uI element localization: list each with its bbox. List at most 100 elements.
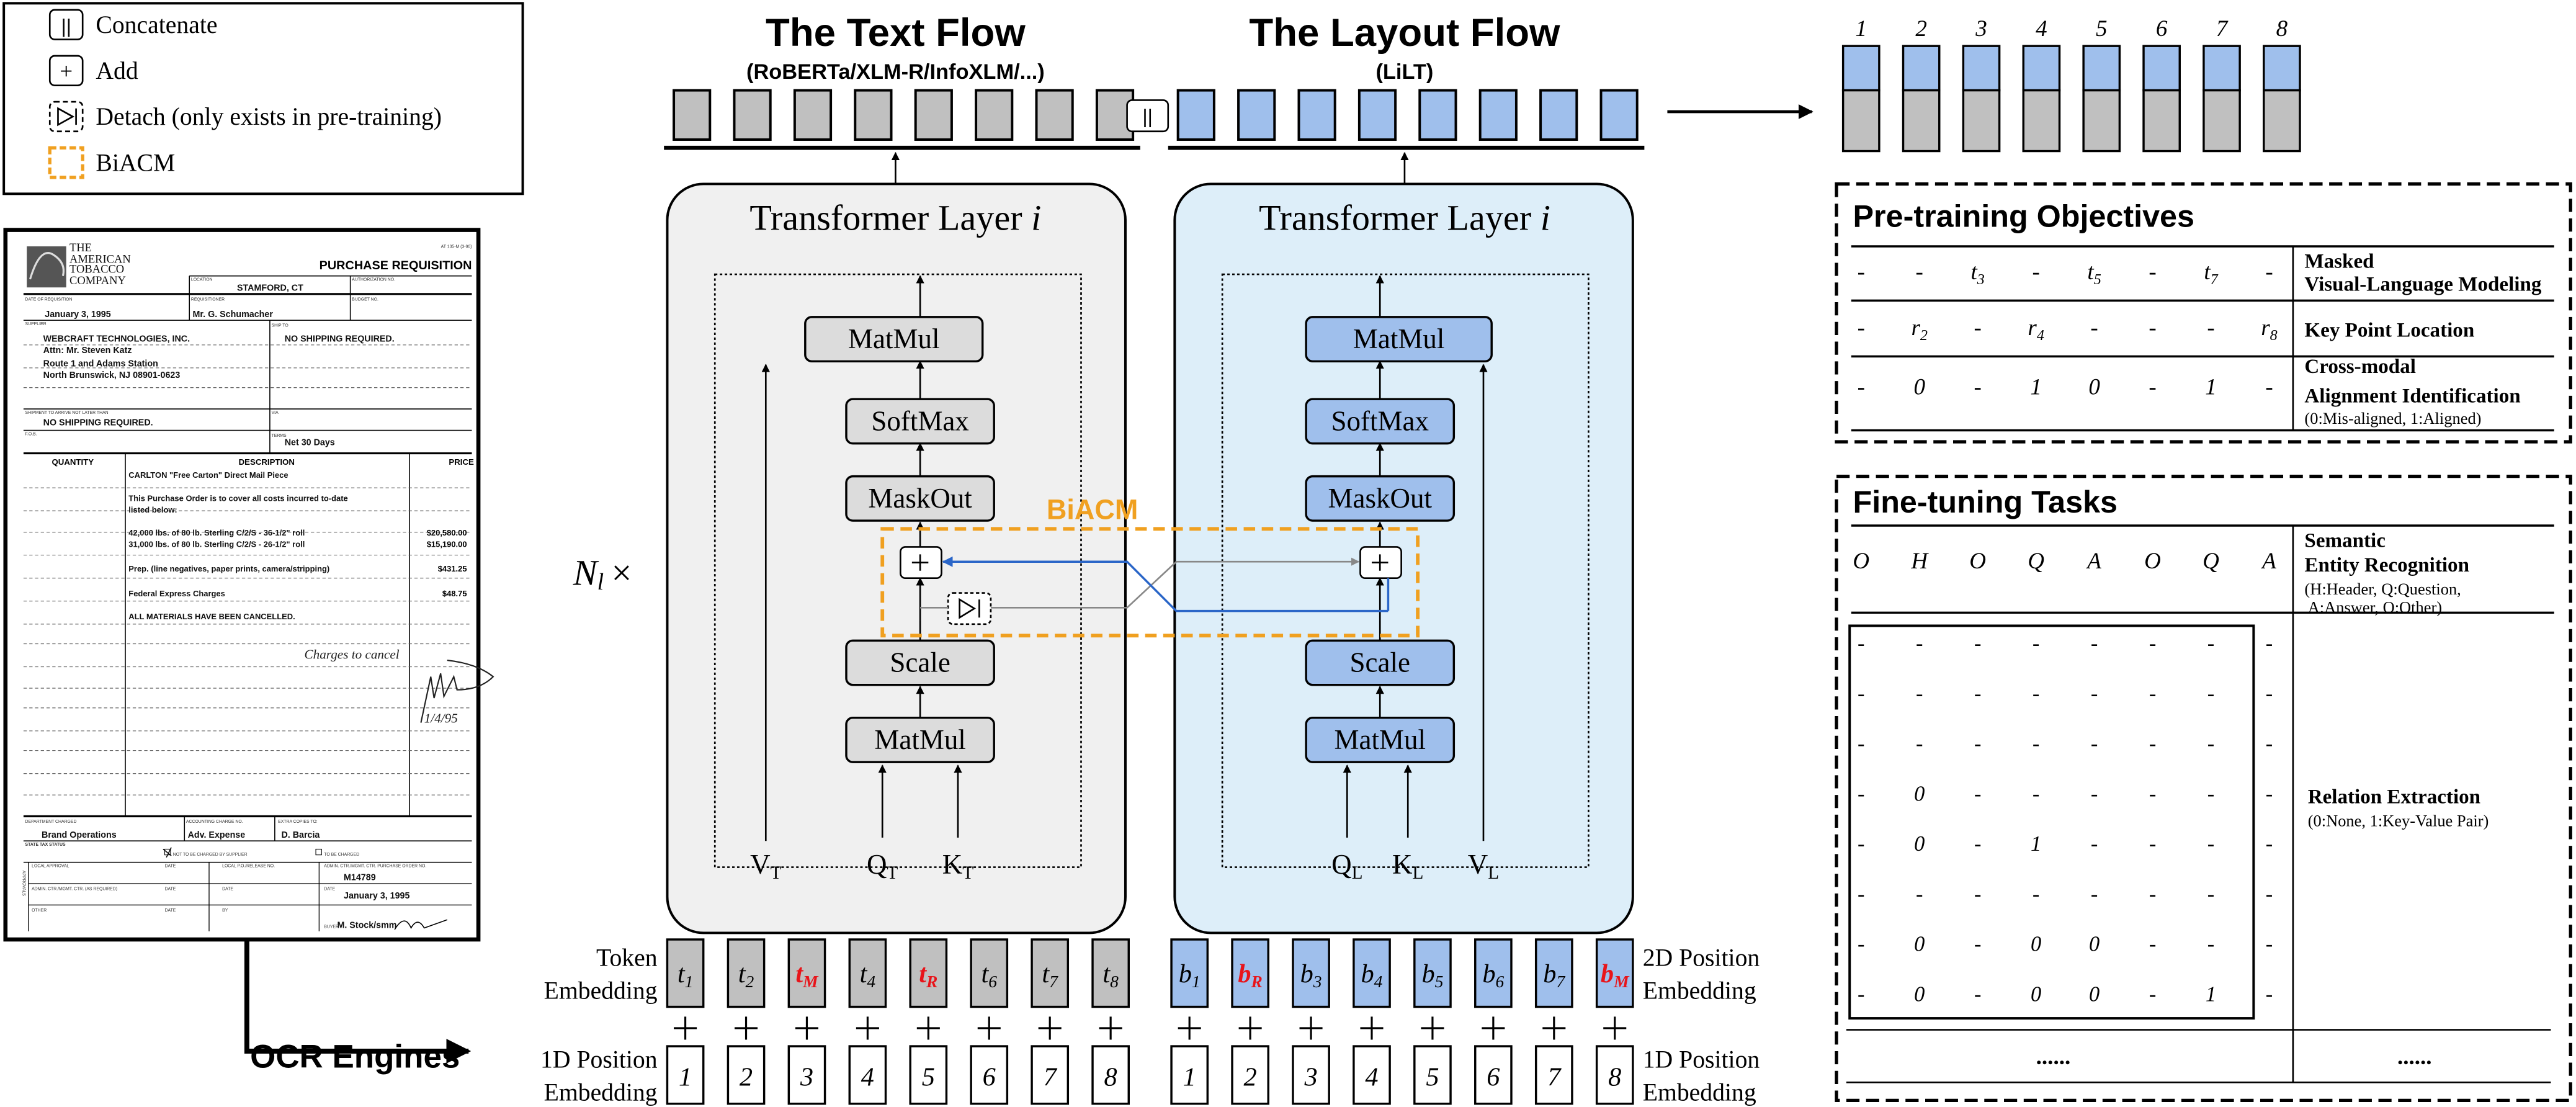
price: $20,580.00 [427, 528, 467, 537]
field-label: EXTRA COPIES TO: [278, 820, 318, 824]
re-cell: - [2207, 832, 2214, 856]
price: $48.75 [442, 589, 467, 598]
approval-label: ADMIN. CTR./MGMT. CTR. PURCHASE ORDER NO… [324, 864, 426, 869]
re-cell: 1 [2206, 982, 2216, 1006]
approval-label: DATE [222, 887, 233, 892]
description-line: ALL MATERIALS HAVE BEEN CANCELLED. [128, 612, 295, 621]
embedding-token [666, 938, 705, 1008]
field-label: BUDGET NO. [352, 297, 378, 302]
token-label: t6 [982, 959, 998, 991]
output-position-label: 8 [2276, 16, 2288, 42]
ser-label: A [2085, 549, 2101, 574]
re-cell: - [1916, 682, 1923, 706]
plus-icon [977, 1016, 1001, 1040]
re-cell: - [1858, 632, 1864, 655]
approval-label: OTHER [32, 908, 47, 913]
re-cell: - [2207, 632, 2214, 655]
column-header: DESCRIPTION [239, 457, 295, 467]
base: b [1361, 959, 1374, 988]
cell-value: - [2265, 259, 2273, 285]
output-position-label: 6 [2156, 16, 2168, 42]
matmul-bottom-label: MatMul [1334, 724, 1425, 755]
matmul-bottom-label: MatMul [874, 724, 965, 755]
token-label: t4 [860, 959, 876, 991]
base: b [1601, 959, 1614, 988]
output-text-part [1962, 89, 2001, 153]
position-embedding-label: Embedding [544, 1078, 658, 1106]
re-cell: - [1858, 982, 1864, 1006]
cell-value: - [1858, 259, 1865, 285]
re-cell: 0 [1914, 782, 1925, 805]
text-to-layout-connector [990, 557, 1360, 609]
handwritten-date: 1/4/95 [424, 711, 458, 726]
column-header: PRICE [449, 457, 474, 467]
re-cell: - [1858, 832, 1864, 856]
position-embedding-label: Embedding [1643, 1078, 1756, 1106]
attention-input-label: VL [1468, 849, 1499, 883]
objective-label: Cross-modal [2304, 356, 2416, 378]
plus-icon [1360, 1016, 1384, 1040]
re-cell: - [2033, 632, 2039, 655]
cell-value: 1 [2030, 374, 2042, 400]
position-label: 5 [922, 1063, 935, 1092]
subscript: 4 [2037, 328, 2044, 344]
field-label: DATE OF REQUISITION [25, 297, 73, 302]
embedding-token [1595, 938, 1634, 1008]
output-text-part [2022, 89, 2061, 153]
cell-value: - [2149, 374, 2156, 400]
output-token [793, 89, 833, 141]
position-box [666, 1045, 705, 1105]
matmul-bottom-block [845, 716, 995, 763]
subscript: 4 [867, 972, 875, 991]
description-line: listed below: [128, 505, 177, 514]
base: 1 [2030, 374, 2042, 400]
field-value: NO SHIPPING REQUIRED. [43, 418, 153, 428]
cell-value: t5 [2087, 259, 2101, 288]
position-label: 1 [1183, 1063, 1196, 1092]
masked-token-label: tR [919, 959, 937, 991]
detach-icon [57, 107, 77, 127]
token-label: b3 [1300, 959, 1322, 991]
base: t [678, 959, 686, 988]
flow-title: The Text Flow [766, 11, 1026, 55]
re-cell: - [1974, 832, 1981, 856]
token-label: t7 [1042, 959, 1058, 991]
transformer-layer-panel [1173, 182, 1634, 934]
position-embedding-label: 1D Position [1643, 1046, 1760, 1073]
logo-detail [29, 252, 65, 280]
subscript: 6 [988, 972, 997, 991]
output-layout-part [2263, 45, 2301, 92]
embedding-label: Token [596, 944, 658, 971]
subscript: 4 [1374, 972, 1383, 991]
task-note: (0:None, 1:Key-Value Pair) [2308, 811, 2489, 830]
base: 0 [1913, 374, 1925, 400]
position-embedding-label: 1D Position [540, 1046, 658, 1073]
po-date: January 3, 1995 [344, 891, 409, 901]
base: - [2032, 259, 2039, 285]
re-cell: - [1974, 982, 1981, 1006]
n-layers-label: Nl [573, 552, 604, 595]
subscript: T [771, 863, 782, 883]
n-layers-times: × [611, 552, 632, 593]
ser-label: Q [2028, 549, 2044, 574]
matmul-top-label: MatMul [848, 323, 939, 354]
base: t [1971, 259, 1979, 285]
base: N [573, 552, 599, 593]
re-cell: - [2266, 982, 2273, 1006]
re-cell: - [1916, 882, 1923, 906]
flow-subtitle: (LiLT) [1375, 60, 1433, 84]
field-label: VIA [272, 411, 279, 415]
re-cell: - [1858, 882, 1864, 906]
output-position-label: 2 [1915, 16, 1927, 42]
checkbox [315, 848, 322, 856]
base: - [2090, 315, 2098, 341]
plus-icon [1238, 1016, 1262, 1040]
embedding-token [1534, 938, 1573, 1008]
output-token [975, 89, 1014, 141]
embedding-token [1474, 938, 1513, 1008]
re-cell: - [2149, 882, 2156, 906]
cell-value: 1 [2205, 374, 2217, 400]
tax-status-label: STATE TAX STATUS [25, 843, 66, 847]
field-label: AUTHORIZATION NO. [352, 278, 395, 282]
re-matrix-box [1848, 624, 2255, 1020]
